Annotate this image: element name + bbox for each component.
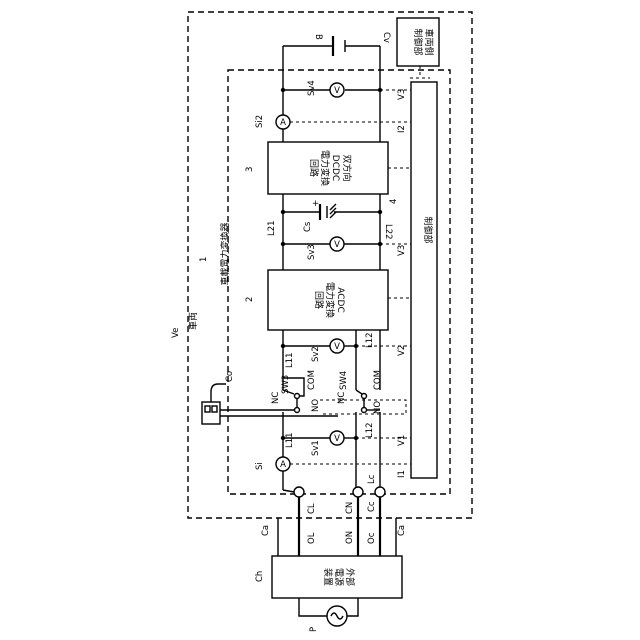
v3-mid-label: V3 <box>397 245 407 256</box>
terminal-cl <box>294 487 304 497</box>
cs-label: Cs <box>303 221 313 232</box>
svg-text:V: V <box>334 434 340 444</box>
l22-label: L22 <box>383 224 393 240</box>
com2-label: COM <box>373 370 383 390</box>
outlet-label: Co <box>225 371 235 382</box>
battery-label: B <box>313 34 323 40</box>
si2-label: Si2 <box>255 115 265 128</box>
ca-left-label: Ca <box>261 525 271 536</box>
converter-ref: 1 <box>199 257 209 262</box>
nc1-label: NC <box>271 392 281 404</box>
sv1-label: Sv1 <box>311 440 321 456</box>
i1-label: I1 <box>397 470 407 478</box>
ref4-label: 4 <box>389 199 399 204</box>
control-unit-label: 制御部 <box>422 216 434 243</box>
no2-label: NO <box>373 401 383 414</box>
on-label: ON <box>345 531 355 544</box>
svg-text:A: A <box>280 460 286 470</box>
terminal-cn <box>353 487 363 497</box>
nc2-label: NC <box>337 392 347 404</box>
svg-text:V: V <box>334 342 340 352</box>
vehicle-control-label: 車両側制御部 <box>412 28 435 55</box>
sv2-label: Sv2 <box>311 346 321 362</box>
v2-label: V2 <box>397 345 407 356</box>
l12-bot-label: L12 <box>365 422 375 438</box>
p-label: P <box>309 627 319 632</box>
svg-text:V: V <box>334 240 340 250</box>
external-device-label: 外部電源装置 <box>322 568 356 586</box>
ca-right-label: Ca <box>397 525 407 536</box>
svg-text:V: V <box>334 86 340 96</box>
l21-label: L21 <box>267 220 277 236</box>
v1-label: V1 <box>397 435 407 446</box>
ch-label: Ch <box>255 571 265 582</box>
cc-label: Cc <box>367 501 377 512</box>
outlet-box <box>202 402 220 424</box>
i2-label: I2 <box>397 125 407 133</box>
dcdc-ref: 3 <box>245 167 255 172</box>
oc-label: Oc <box>367 532 377 544</box>
l11-bot-label: L11 <box>285 432 295 448</box>
sv3-label: Sv3 <box>307 244 317 260</box>
acdc-ref: 2 <box>245 297 255 302</box>
terminal-cc <box>375 487 385 497</box>
lc-label: Lc <box>367 474 377 484</box>
ve-label: Ve <box>171 328 181 338</box>
si-label: Si <box>255 462 265 470</box>
cv-label: Cv <box>381 32 391 43</box>
cs-plus: + <box>312 199 319 209</box>
cl-label: CL <box>307 503 317 514</box>
sw4-label: SW4 <box>339 371 349 390</box>
ol-label: OL <box>307 532 317 544</box>
l11-top-label: L11 <box>285 352 295 368</box>
vehicle-label: 車両 <box>187 312 199 330</box>
no1-label: NO <box>311 399 321 412</box>
cn-label: CN <box>345 502 355 514</box>
com1-label: COM <box>307 370 317 390</box>
svg-text:A: A <box>280 118 286 128</box>
control-unit-box <box>411 82 437 478</box>
converter-name: 車載電力変換器 <box>219 222 231 285</box>
sv4-label: Sv4 <box>307 80 317 96</box>
v3-top-label: V3 <box>397 89 407 100</box>
